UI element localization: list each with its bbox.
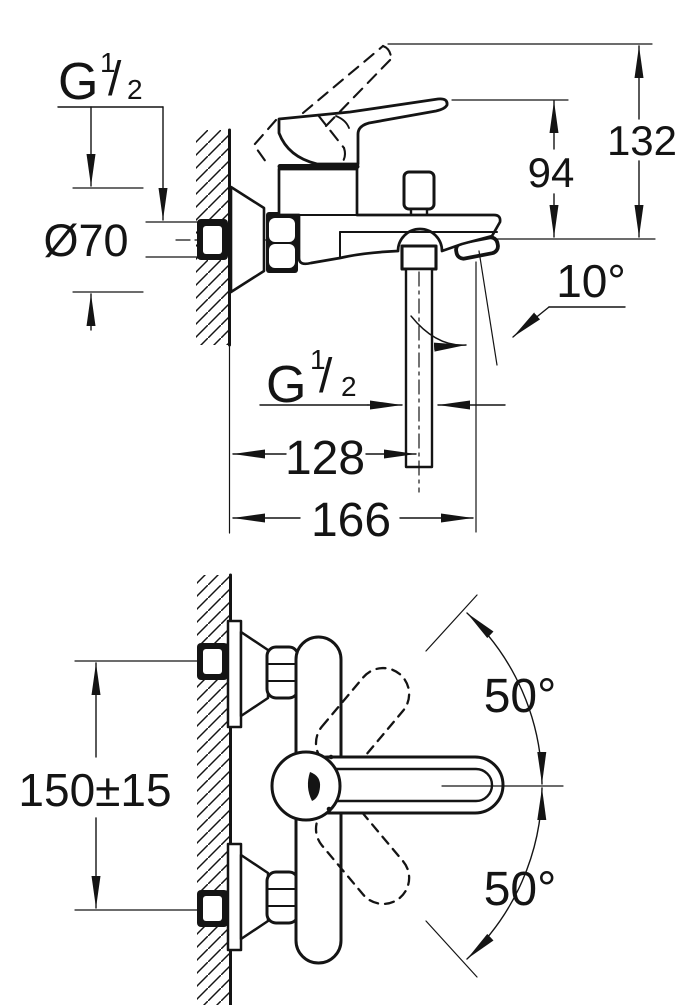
label-dim-94: 94: [528, 149, 575, 196]
label-angle-50-upper: 50°: [484, 670, 557, 723]
lever-handle-raised-dashed: [252, 44, 393, 166]
escutcheon-cone: [229, 185, 266, 294]
dimension-labels: G 1 / 2 Ø70 94 132 10° G 1 / 2 128 166 1…: [18, 47, 677, 916]
label-dim-150-15: 150±15: [18, 764, 171, 816]
label-diameter-70: Ø70: [43, 215, 128, 266]
diverter-knob: [402, 170, 436, 211]
svg-text:G: G: [266, 356, 306, 414]
label-g-half-outlet-thread: G 1 / 2: [266, 344, 357, 414]
shower-outlet-nipple: [400, 244, 438, 271]
lever-handle: [277, 97, 449, 166]
label-dim-132: 132: [607, 117, 677, 164]
mixer-body: [277, 167, 502, 266]
svg-text:/: /: [319, 350, 333, 403]
lower-supply-connection: [197, 842, 300, 952]
front-view-drawing: [74, 573, 564, 1005]
union-nut: [266, 212, 298, 273]
spout-front-circle: [270, 750, 342, 822]
svg-text:1: 1: [310, 344, 326, 375]
side-view-drawing: [57, 43, 656, 534]
svg-text:G: G: [58, 53, 98, 111]
label-dim-166: 166: [311, 494, 391, 547]
label-angle-10: 10°: [556, 255, 626, 307]
svg-text:2: 2: [127, 74, 143, 105]
label-dim-128: 128: [285, 432, 365, 485]
label-angle-50-lower: 50°: [484, 863, 557, 916]
svg-text:1: 1: [100, 47, 116, 78]
svg-text:/: /: [108, 53, 122, 106]
label-g-half-wall-thread: G 1 / 2: [58, 47, 143, 111]
svg-text:2: 2: [341, 371, 357, 402]
front-view-wall-hatch: [197, 575, 230, 1005]
